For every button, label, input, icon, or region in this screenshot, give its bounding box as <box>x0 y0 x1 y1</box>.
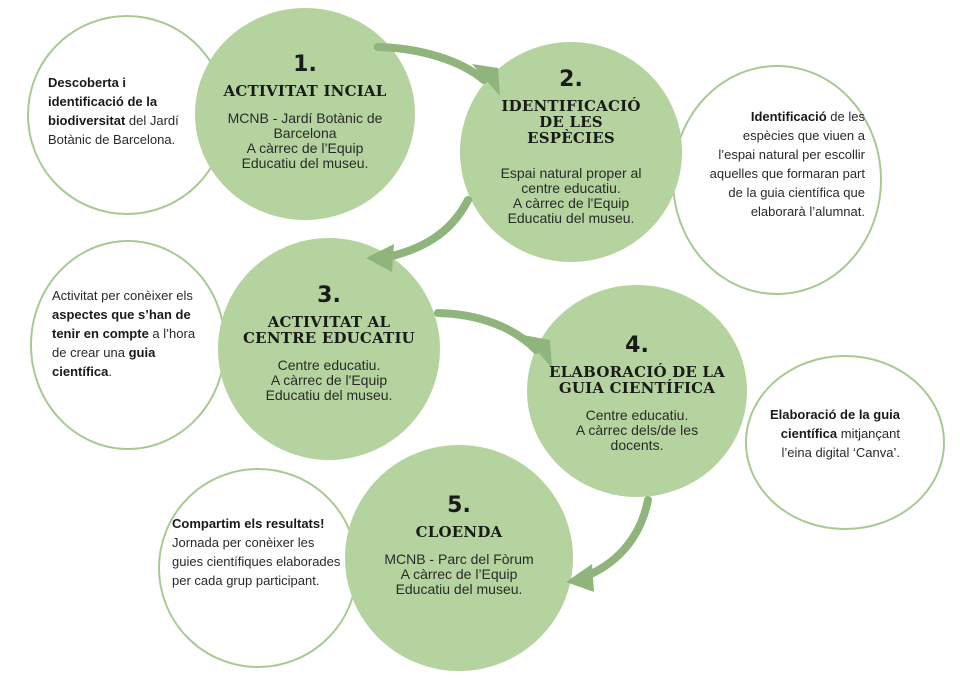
note-text: Activitat per conèixer els <box>52 288 193 303</box>
step-number: 3. <box>317 283 341 308</box>
step-body: Centre educatiu. A càrrec de l'Equip Edu… <box>265 357 393 403</box>
step-number: 4. <box>625 333 649 358</box>
step-3: 3. ACTIVITAT AL CENTRE EDUCATIU Centre e… <box>225 283 433 403</box>
step-5: 5. CLOENDA MCNB - Parc del Fòrum A càrre… <box>352 493 566 597</box>
note-circle-1 <box>27 15 227 215</box>
note-bold: Identificació <box>750 109 827 124</box>
step-number: 2. <box>559 67 583 92</box>
note-5: Compartim els resultats! Jornada per con… <box>172 514 344 590</box>
step-title: ELABORACIÓ DE LA GUIA CIENTÍFICA <box>548 363 726 397</box>
arrow-4-to-5 <box>578 496 652 582</box>
note-3: Activitat per conèixer els aspectes que … <box>52 286 207 381</box>
step-body: MCNB - Parc del Fòrum A càrrec de l’Equi… <box>384 551 534 597</box>
note-4: Elaboració de la guia científica mitjanç… <box>760 405 900 462</box>
note-circle-3 <box>30 240 226 450</box>
step-4: 4. ELABORACIÓ DE LA GUIA CIENTÍFICA Cent… <box>535 333 739 453</box>
note-text: de les espècies que viuen a l’espai natu… <box>709 109 865 219</box>
step-1: 1. ACTIVITAT INCIAL MCNB - Jardí Botànic… <box>200 52 410 171</box>
step-body: MCNB - Jardí Botànic de Barcelona A càrr… <box>227 110 383 171</box>
step-body: Espai natural proper al centre educatiu.… <box>500 165 642 226</box>
note-bold: Compartim els resultats! <box>172 516 325 531</box>
step-2: 2. IDENTIFICACIÓ DE LES ESPÈCIES Espai n… <box>470 67 672 226</box>
note-circle-5 <box>158 468 358 668</box>
arrow-3-to-4 <box>434 309 540 354</box>
note-text: . <box>108 364 112 379</box>
note-2: Identificació de les espècies que viuen … <box>705 107 865 221</box>
step-title: IDENTIFICACIÓ DE LES ESPÈCIES <box>501 97 641 147</box>
note-text: Jornada per conèixer les guies científiq… <box>172 535 341 588</box>
step-title: CLOENDA <box>415 523 503 541</box>
note-text: mitjançant l’eina digital ‘Canva’. <box>781 426 900 460</box>
note-bold: Elaboració de la guia científica <box>769 407 900 441</box>
step-circle-3 <box>218 238 440 460</box>
note-text: a l’hora de crear una <box>52 326 196 360</box>
step-circle-5 <box>345 445 573 671</box>
step-circle-4 <box>527 285 747 497</box>
note-text: del Jardí Botànic de Barcelona. <box>48 113 179 147</box>
note-bold: aspectes que s’han de tenir en compte <box>52 307 191 341</box>
step-number: 5. <box>447 493 471 518</box>
step-body: Centre educatiu. A càrrec dels/de les do… <box>575 407 699 453</box>
step-title: ACTIVITAT AL CENTRE EDUCATIU <box>243 313 415 347</box>
note-circle-2 <box>672 65 882 295</box>
note-circle-4 <box>745 355 945 530</box>
step-title: ACTIVITAT INCIAL <box>223 82 387 100</box>
note-1: Descoberta i identificació de la biodive… <box>48 73 198 149</box>
arrow-2-to-3 <box>380 196 472 262</box>
note-bold: Descoberta i identificació de la biodive… <box>48 75 158 128</box>
step-number: 1. <box>293 52 317 77</box>
note-bold: guia científica <box>52 345 156 379</box>
